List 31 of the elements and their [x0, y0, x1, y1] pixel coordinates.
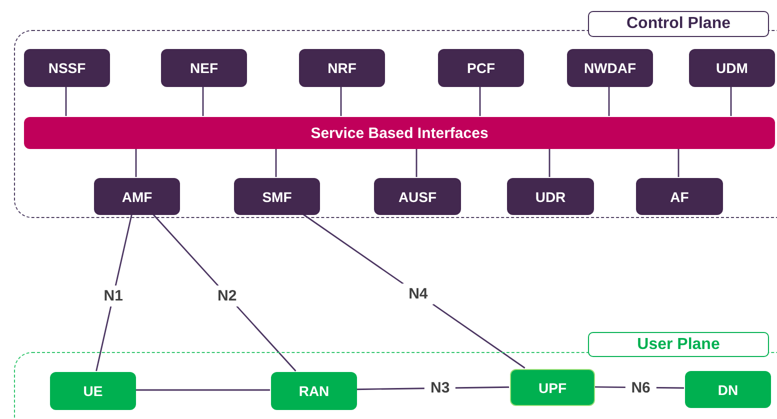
connector-line: [65, 86, 67, 116]
network-function-box: NSSF: [24, 49, 110, 87]
connector-line: [202, 86, 204, 116]
connector-line: [340, 86, 342, 116]
network-function-box: AF: [636, 178, 723, 215]
connector-line: [416, 148, 418, 177]
connector-line: [135, 389, 270, 391]
connector-line: [730, 86, 732, 116]
network-function-box: SMF: [234, 178, 320, 215]
plane-title: User Plane: [588, 332, 769, 357]
connector-line: [479, 86, 481, 116]
network-function-box: NRF: [299, 49, 385, 87]
user-plane-box: RAN: [271, 372, 357, 410]
service-bus-bar: Service Based Interfaces: [24, 117, 775, 149]
connector-line: [275, 148, 277, 177]
network-function-box: NWDAF: [567, 49, 653, 87]
network-function-box: NEF: [161, 49, 247, 87]
user-plane-box: UE: [50, 372, 136, 410]
network-function-box: PCF: [438, 49, 524, 87]
network-function-box: AMF: [94, 178, 180, 215]
edge-label: N4: [402, 284, 434, 305]
network-function-box: UDM: [689, 49, 775, 87]
connector-line: [135, 148, 137, 177]
network-function-box: AUSF: [374, 178, 461, 215]
connector-line: [608, 86, 610, 116]
user-plane-box: DN: [685, 371, 771, 408]
connector-line: [678, 148, 680, 177]
network-function-box: UDR: [507, 178, 594, 215]
plane-title: Control Plane: [588, 11, 769, 37]
user-plane-box: UPF: [510, 369, 595, 406]
connector-line: [548, 148, 550, 177]
